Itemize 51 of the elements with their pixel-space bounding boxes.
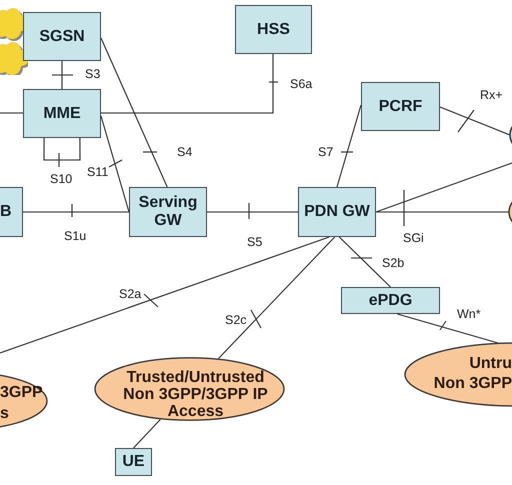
interface-line — [100, 116, 130, 212]
interface-line — [440, 106, 510, 136]
interface-line — [101, 54, 274, 114]
network-element-box — [23, 12, 101, 61]
node-label: B — [0, 203, 12, 221]
access-network-ellipse — [94, 357, 285, 421]
interface-label: SGi — [403, 231, 424, 246]
node-label: 3GPP s — [0, 383, 44, 424]
node-label: Untru Non 3GPP — [432, 354, 512, 394]
interface-label: S1u — [64, 229, 86, 244]
node-label: HSS — [257, 20, 290, 38]
interface-line — [376, 162, 512, 213]
interface-line — [0, 112, 23, 114]
interface-label: S2b — [382, 256, 404, 270]
interface-line — [338, 236, 391, 288]
network-element-box — [298, 187, 376, 237]
interface-label: S2a — [119, 287, 142, 302]
network-element-box — [115, 448, 152, 476]
interface-label: S6a — [290, 77, 312, 92]
interface-line — [207, 211, 298, 213]
node-label: MME — [43, 104, 81, 122]
node-label: PDN GW — [304, 203, 370, 221]
interface-line — [336, 104, 362, 188]
network-element-box — [0, 187, 23, 237]
node-label: Serving GW — [138, 194, 198, 230]
interface-line — [133, 419, 161, 448]
interface-label: S10 — [50, 172, 72, 186]
network-element-box — [23, 89, 101, 138]
network-element-box — [361, 82, 440, 131]
interface-label: S5 — [247, 235, 262, 250]
interface-line — [100, 38, 168, 188]
network-element-box — [235, 5, 312, 54]
node-label: SGSN — [39, 28, 85, 46]
interface-label: S7 — [318, 145, 334, 160]
interface-label: S11 — [87, 165, 108, 180]
interface-line — [23, 211, 129, 213]
interface-line — [0, 236, 330, 354]
interface-line — [397, 313, 498, 344]
network-element-box — [341, 287, 440, 314]
interface-line — [61, 61, 63, 89]
interface-line — [376, 211, 509, 213]
interface-line — [218, 236, 336, 359]
node-label: Trusted/Untrusted Non 3GPP/3GPP IP Access — [122, 369, 269, 420]
node-label: UE — [122, 453, 145, 471]
interface-label: S3 — [85, 67, 100, 82]
node-label: ePDG — [368, 292, 412, 310]
interface-line — [43, 138, 81, 161]
node-label: PCRF — [378, 98, 422, 116]
interface-label: S2c — [225, 313, 247, 328]
network-element-box — [129, 187, 207, 237]
interface-label: S4 — [177, 145, 192, 160]
